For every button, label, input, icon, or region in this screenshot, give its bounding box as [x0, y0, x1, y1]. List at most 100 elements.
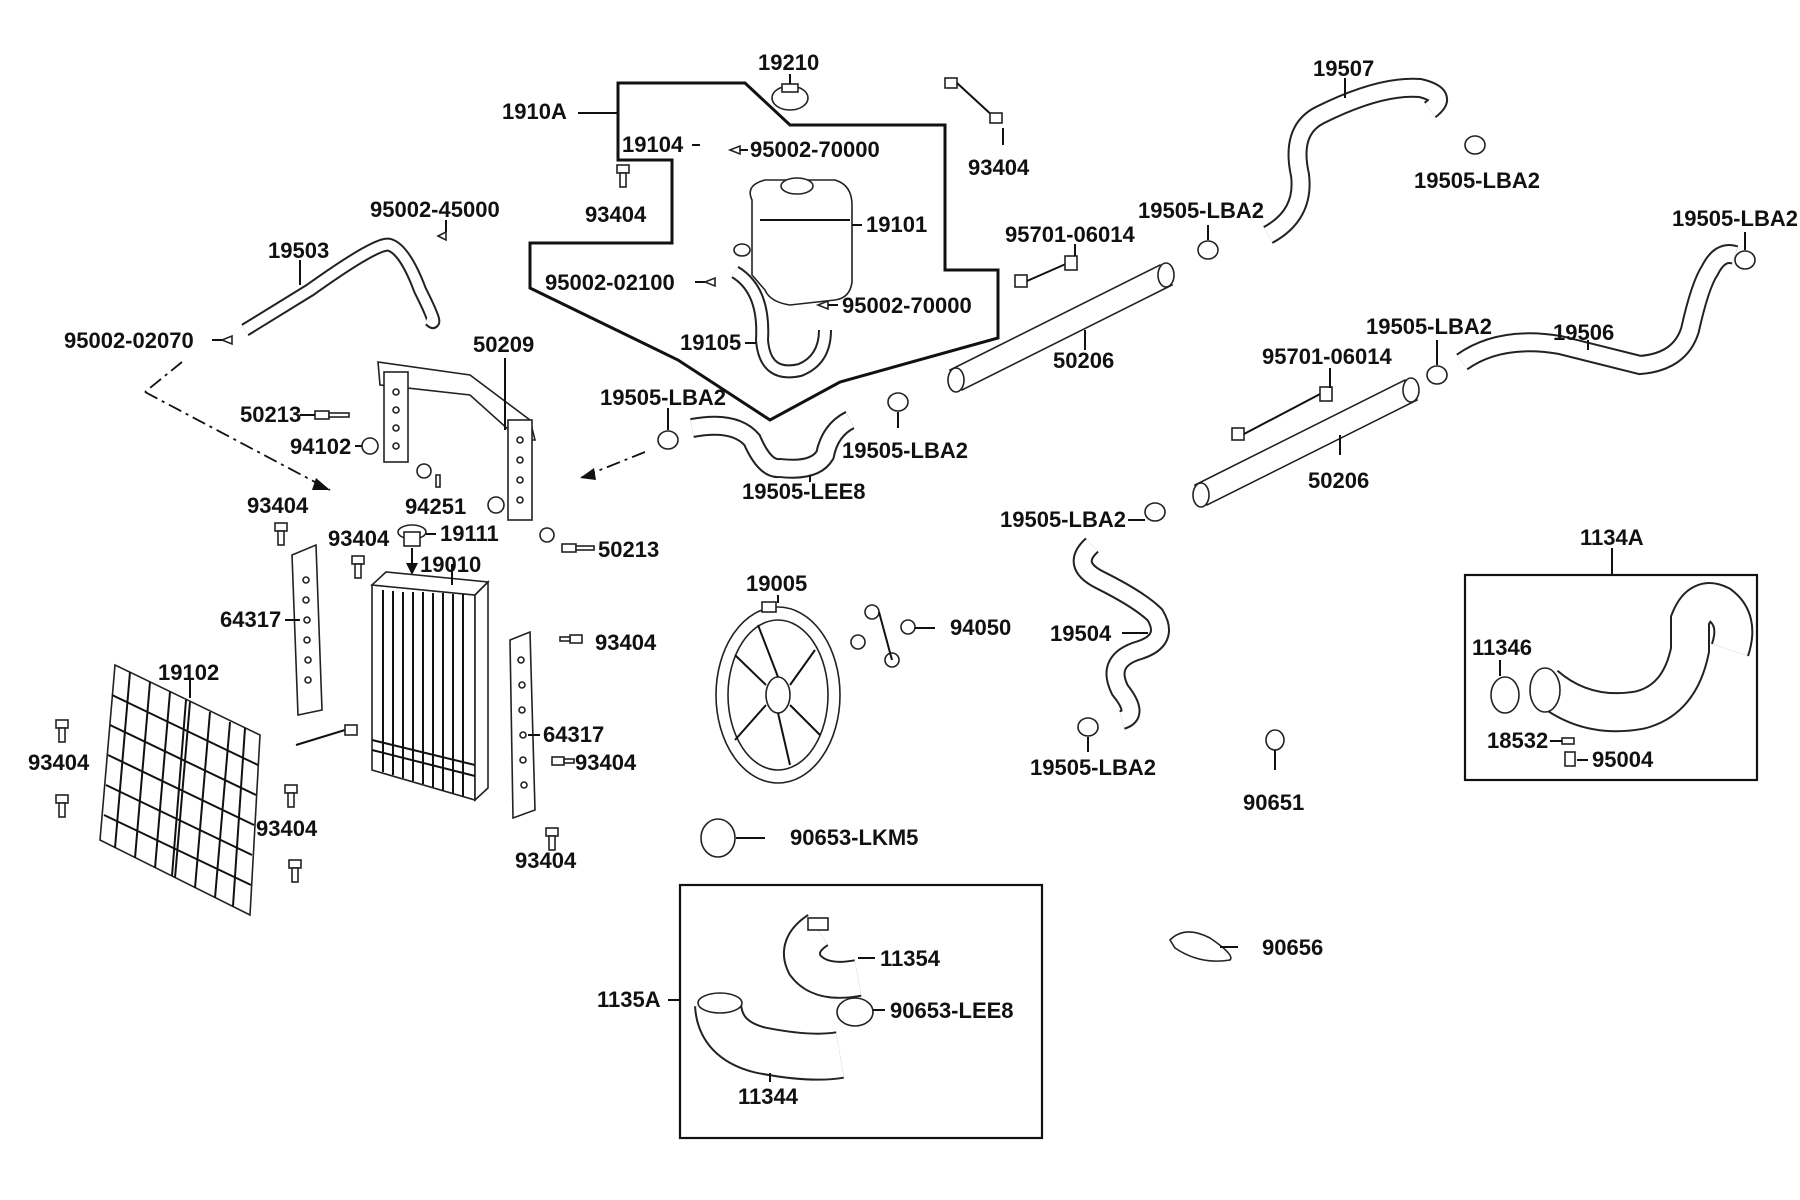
label-90651: 90651	[1243, 790, 1304, 815]
label-95701-06014-b: 95701-06014	[1262, 344, 1392, 369]
label-19505-LBA2-c: 19505-LBA2	[1672, 206, 1798, 231]
arrow-head-right	[580, 468, 596, 480]
bracket-50209	[377, 361, 537, 521]
cooling-fan-19005	[715, 601, 841, 784]
dashdot-arrow-left-a	[144, 361, 183, 393]
duct-11354	[783, 914, 862, 999]
intake-duct-1134A	[1529, 582, 1754, 733]
label-95701-06014-a: 95701-06014	[1005, 222, 1135, 247]
clamp-19505-LBA2-f	[887, 392, 909, 412]
label-94050: 94050	[950, 615, 1011, 640]
clamp-19505-LBA2-g	[1144, 502, 1166, 522]
clamp-19505-LBA2-e	[657, 430, 679, 450]
label-90653-LEE8: 90653-LEE8	[890, 998, 1014, 1023]
strap-90656	[1168, 931, 1232, 962]
hose-19506-fill	[1457, 246, 1738, 374]
label-95002-70000-a: 95002-70000	[750, 137, 880, 162]
label-19505-LBA2-e: 19505-LBA2	[600, 385, 726, 410]
hose-19503-fill	[242, 239, 439, 335]
label-95002-02070: 95002-02070	[64, 328, 194, 353]
label-1135A: 1135A	[597, 987, 661, 1012]
hose-19105-fill	[732, 267, 830, 377]
label-95004: 95004	[1592, 747, 1654, 772]
label-19505-LBA2-f: 19505-LBA2	[842, 438, 968, 463]
label-95002-02100: 95002-02100	[545, 270, 675, 295]
label-93404-h: 93404	[28, 750, 90, 775]
bolt-93404-a	[616, 164, 630, 188]
grommets-94050	[850, 604, 916, 668]
label-19505-LBA2-g: 19505-LBA2	[1000, 507, 1126, 532]
bolt-95701-06014-a	[1014, 255, 1078, 288]
label-19504: 19504	[1050, 621, 1112, 646]
clamp-11346	[1490, 676, 1520, 714]
clip-95002-45000	[436, 230, 447, 242]
arrow-head-left	[312, 478, 330, 490]
filler-cap-19111	[397, 524, 427, 547]
label-94102: 94102	[290, 434, 351, 459]
label-50209: 50209	[473, 332, 534, 357]
label-19101: 19101	[866, 212, 927, 237]
label-19503: 19503	[268, 238, 329, 263]
label-93404-i: 93404	[256, 816, 318, 841]
clamp-90653-LKM5	[700, 818, 736, 858]
radiator-cap-19210	[771, 83, 809, 111]
label-19505-LBA2-d: 19505-LBA2	[1366, 314, 1492, 339]
label-19505-LEE8: 19505-LEE8	[742, 479, 866, 504]
label-19102: 19102	[158, 660, 219, 685]
label-18532: 18532	[1487, 728, 1548, 753]
label-93404-e: 93404	[595, 630, 657, 655]
label-50213-a: 50213	[240, 402, 301, 427]
pin-94251	[435, 474, 441, 488]
label-19105: 19105	[680, 330, 741, 355]
group-outline-1910A	[528, 81, 1000, 422]
bolt-50213-b	[561, 543, 595, 553]
label-93404-d: 93404	[328, 526, 390, 551]
clip-95002-70000-a	[727, 144, 741, 156]
label-94251: 94251	[405, 494, 466, 519]
washer-94102	[361, 437, 379, 455]
label-50206-b: 50206	[1308, 468, 1369, 493]
clip-95002-02100	[702, 276, 716, 288]
clamp-19505-LBA2-a	[1464, 135, 1486, 155]
clamp-90653-LEE8	[836, 997, 874, 1027]
hose-19507-fill	[1263, 79, 1446, 243]
side-bracket-64317-a	[291, 543, 323, 716]
label-19005: 19005	[746, 571, 807, 596]
bolt-93404-e	[559, 634, 583, 644]
dashdot-arrow-left-b	[144, 391, 331, 491]
label-1134A: 1134A	[1580, 525, 1644, 550]
washer-b	[487, 496, 505, 514]
label-50206-a: 50206	[1053, 348, 1114, 373]
radiator-screen-19102	[99, 663, 261, 917]
label-93404-c: 93404	[247, 493, 309, 518]
side-bracket-64317-b	[509, 630, 536, 820]
washer-c	[539, 527, 555, 543]
water-pipe-50206-b	[1192, 377, 1420, 508]
bolt-93404-h	[55, 719, 69, 818]
label-19104: 19104	[622, 132, 684, 157]
label-11346: 11346	[1472, 635, 1532, 660]
label-19210: 19210	[758, 50, 819, 75]
label-93404-g: 93404	[515, 848, 577, 873]
label-64317-b: 64317	[543, 722, 604, 747]
clamp-19505-LBA2-h	[1077, 717, 1099, 737]
bolt-93404-f	[551, 756, 575, 766]
bolt-93404-b	[944, 77, 1003, 124]
label-19505-LBA2-b: 19505-LBA2	[1138, 198, 1264, 223]
label-11344: 11344	[738, 1084, 799, 1109]
nut-95004	[1564, 751, 1576, 767]
label-93404-f: 93404	[575, 750, 637, 775]
bolt-93404-d	[351, 555, 365, 579]
bolt-95701-06014-b	[1231, 386, 1333, 441]
bolt-50213-a	[314, 410, 350, 420]
label-64317-a: 64317	[220, 607, 281, 632]
clamp-19505-LBA2-d	[1426, 365, 1448, 385]
label-93404-a: 93404	[585, 202, 647, 227]
label-50213-b: 50213	[598, 537, 659, 562]
clip-95002-02070	[219, 334, 233, 346]
hose-19504-fill	[1074, 539, 1168, 728]
label-90653-LKM5: 90653-LKM5	[790, 825, 918, 850]
bolt-93404-i	[284, 724, 358, 883]
washer-a	[416, 463, 432, 479]
